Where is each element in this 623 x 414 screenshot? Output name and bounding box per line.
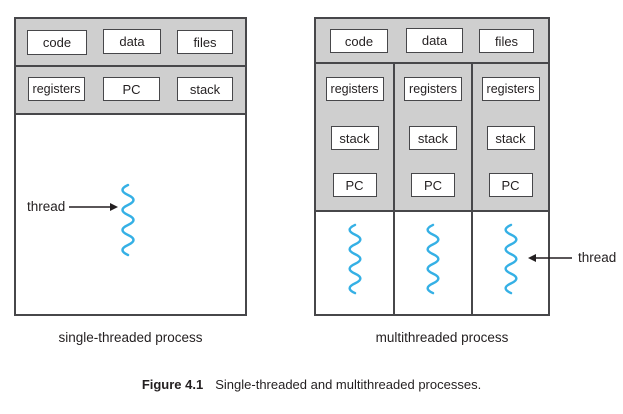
thread-squiggle-icon [503,223,518,295]
pc-cell: PC [103,77,160,101]
thread-column-1: registers stack PC [316,64,395,314]
thread-column-3: registers stack PC [473,64,548,314]
figure-caption: Figure 4.1 Single-threaded and multithrea… [0,377,623,392]
files-cell: files [479,29,534,53]
thread-arrow-icon [528,254,572,262]
figure-title: Single-threaded and multithreaded proces… [215,377,482,392]
single-threaded-caption: single-threaded process [58,330,203,345]
data-cell: data [406,28,463,53]
thread-column-2: registers stack PC [395,64,473,314]
thread-squiggle-icon [426,223,440,295]
registers-cell: registers [325,77,384,101]
thread-arrow-icon [69,203,118,211]
registers-cell: registers [481,77,540,101]
thread-squiggle-icon [121,183,135,257]
thread-label: thread [578,250,617,265]
stack-cell: stack [330,126,379,150]
pc-cell: PC [488,173,533,197]
code-cell: code [27,30,87,55]
multithreaded-process-box: code data files registers stack PC regis… [314,17,550,316]
single-threaded-process-box: code data files registers PC stack threa… [14,17,247,316]
files-cell: files [177,30,233,54]
pc-cell: PC [411,173,455,197]
thread-label: thread [27,199,66,214]
stack-cell: stack [177,77,233,101]
stack-cell: stack [409,126,457,150]
multithreaded-caption: multithreaded process [375,330,509,345]
registers-cell: registers [404,77,462,101]
registers-cell: registers [28,77,85,101]
figure-number: Figure 4.1 [141,377,204,392]
thread-squiggle-icon [347,223,362,295]
code-cell: code [330,29,388,53]
pc-cell: PC [332,173,377,197]
stack-cell: stack [486,126,535,150]
thread-columns: registers stack PC registers stack PC [316,64,548,314]
data-cell: data [103,29,161,54]
